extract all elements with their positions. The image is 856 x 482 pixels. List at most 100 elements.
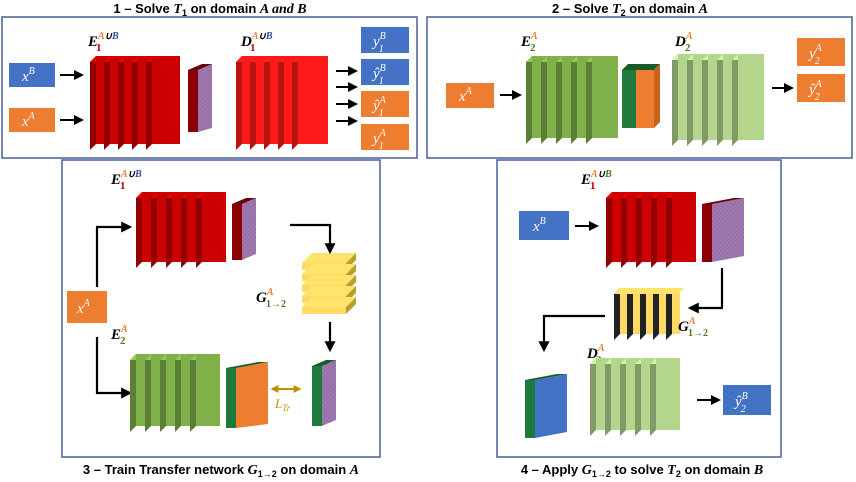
latent-dark [702,204,712,262]
input-xa-box [9,108,55,132]
e2-layer-edge [571,56,577,144]
encoder-label: EA∪B [87,31,119,50]
g-plate-face [659,288,667,334]
latent-top [188,64,212,70]
e1-layer-5 [196,192,226,268]
latent-green [622,70,636,128]
g-plate-face [633,288,641,334]
e1-layer-edge [104,56,110,150]
g-plate-5 [666,288,680,340]
transfer-g-sub: 1→2 [266,299,286,310]
latent-top [525,374,567,380]
d2-layer-edge [717,54,723,146]
latent-orange [636,70,654,128]
g-slab-5-side [346,297,356,314]
panel-3-frame [61,159,381,458]
panel-2-title: 2 – Solve T2 on domain A [552,1,708,18]
e2-layer-5 [190,354,220,432]
d2-layer-face [738,54,764,140]
d1-layer-face [298,56,328,144]
latent-top [622,64,660,70]
latent-dark [232,204,242,260]
g-plate-face [646,288,654,334]
g-slab-5-front [302,307,346,314]
arrow-latent-to-g [290,223,336,255]
latent-hatch [712,198,744,262]
decoder-d1-stack [236,56,328,150]
output-y2b-hat-box [723,385,771,415]
encoder-e2-sub: 2 [530,42,536,54]
d1-layer-5 [292,56,328,150]
g-slab-4-top [302,286,356,296]
d1-layer-edge [278,56,284,150]
panel-4: 4 – Apply G1→2 to solve T2 on domain B E… [519,169,771,479]
output-y2a-box [797,38,845,66]
g-top [614,288,684,294]
decoder-label-sub: 1 [250,42,256,54]
input-xb-box [9,63,55,87]
encoder-e1-label: EA∪B [110,169,142,188]
decoder-d2-stack [590,358,680,436]
input-xa-box [67,291,107,323]
d1-layer-edge [264,56,270,150]
transfer-g-sub: 1→2 [688,328,708,339]
encoder-e1-stack [136,192,226,268]
panel-2: 2 – Solve T2 on domain A EA 2 DA 2 xA yA… [446,1,845,146]
d2-layer-edge [605,358,611,436]
output-y1b-hat-box [361,59,409,85]
e1-layer-edge [636,192,642,268]
input-xa-box [446,83,494,108]
e2-layer-edge [130,354,136,432]
d2-layer-edge [732,54,738,146]
latent-green [525,380,535,438]
output-y1a-box [361,124,409,150]
output-y1b-box [361,27,409,53]
input-xa-label: xA [76,298,91,317]
input-xb-label: xB [532,216,546,235]
e1-layer-edge [146,56,152,150]
g-plate-2 [627,288,641,340]
encoder-e2-label: EA [110,324,128,343]
g-plate-3 [640,288,654,340]
e2-layer-edge [541,56,547,144]
g-plate-face [620,288,628,334]
g-plate-edge [653,288,659,340]
decoder-d2-label: DA [674,31,693,50]
e2-layer-edge [190,354,196,432]
latent-green [312,366,322,426]
e1-layer-5 [666,192,696,268]
transfer-g-label: GA [678,316,696,335]
d2-layer-edge [702,54,708,146]
output-y1a-hat-box [361,91,409,117]
g-plate-edge [614,288,620,340]
input-xb-box [519,211,569,240]
e1-layer-edge [196,192,202,268]
latent-hatch [242,198,256,260]
g-plate-face [672,288,680,334]
g-plate-edge [666,288,672,340]
latent-top [702,198,744,204]
e1-layer-edge [90,56,96,150]
latent-top [312,360,336,366]
encoder-e1-stack [90,56,180,150]
e2-layer-edge [586,56,592,144]
latent-hatch [198,64,212,132]
encoder-e1-sub: 1 [120,180,126,192]
d2-layer-5 [650,358,680,436]
transferred-latent-block [312,360,336,426]
e2-layer-edge [145,354,151,432]
g-slab-1-top [302,253,356,263]
e2-layer-face [592,56,618,138]
transfer-network-g-stack [302,253,356,314]
d2-layer-edge [672,54,678,146]
decoder-d2-label: DA [586,343,605,362]
input-xa-label: xA [21,111,36,130]
panel-1-frame [1,16,418,159]
transfer-g-label: GA [256,287,274,306]
arrow-xa-to-e2 [95,337,133,399]
d1-layer-edge [250,56,256,150]
encoder-e2-sub: 2 [120,335,126,347]
